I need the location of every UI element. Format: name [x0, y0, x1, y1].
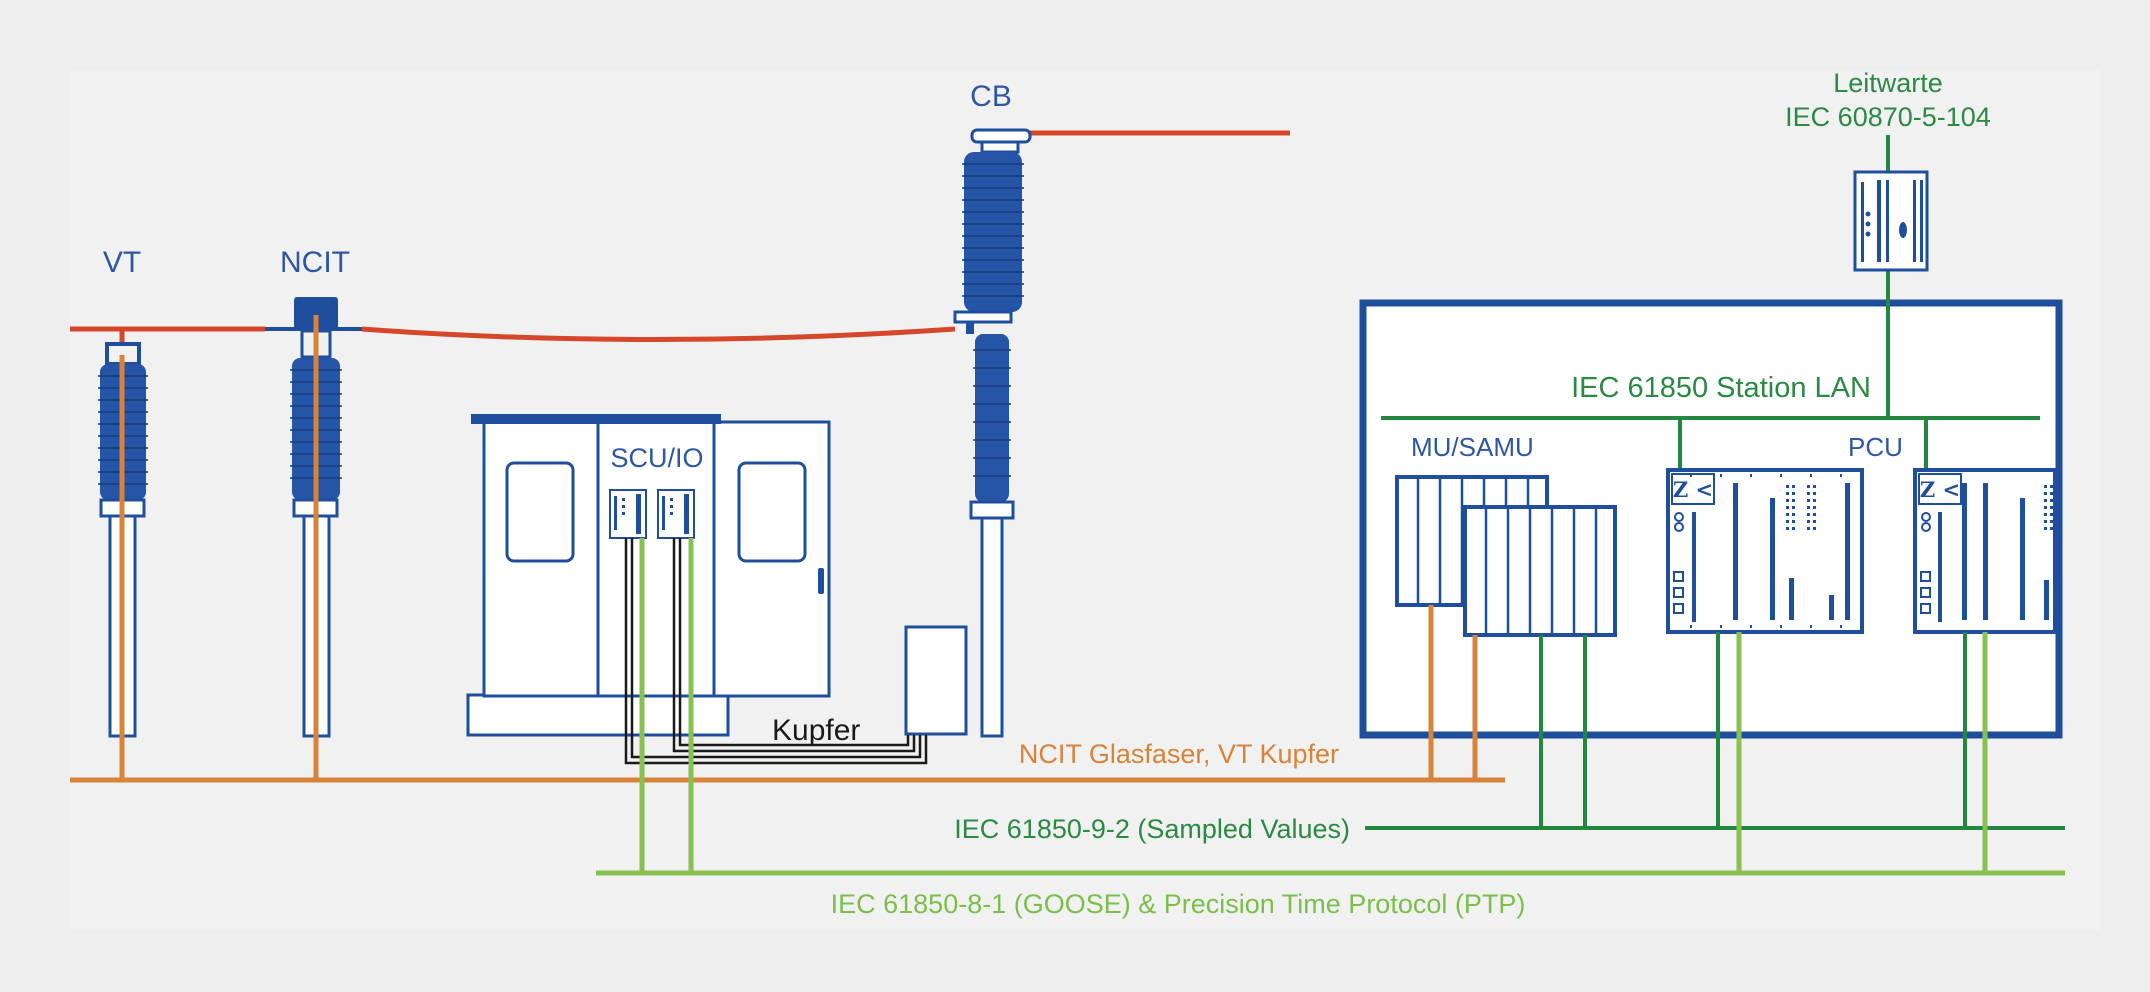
label-scu-io: SCU/IO: [610, 443, 703, 473]
label-control-center-line2: IEC 60870-5-104: [1785, 102, 1991, 132]
label-orange-bus: NCIT Glasfaser, VT Kupfer: [1019, 739, 1339, 769]
ncit-head: [294, 297, 338, 331]
cabinet-window-right: [737, 461, 807, 563]
copper-terminal-box: [904, 625, 968, 736]
label-vt: VT: [103, 246, 141, 279]
label-sampled-values-bus: IEC 61850-9-2 (Sampled Values): [954, 814, 1350, 844]
cb-circuit-breaker: [953, 128, 1032, 738]
relay-symbol-1: Z <: [1673, 477, 1713, 502]
field-cabinet: [466, 414, 831, 737]
hv-overhead-line: [70, 130, 1290, 345]
label-control-center-line1: Leitwarte: [1833, 68, 1943, 98]
goose-ptp-bus: [596, 538, 2065, 876]
label-goose-ptp-bus: IEC 61850-8-1 (GOOSE) & Precision Time P…: [831, 889, 1526, 919]
label-mu-samu: MU/SAMU: [1411, 432, 1534, 462]
copper-wiring: [624, 538, 928, 765]
cabinet-window-left: [505, 461, 575, 563]
orange-signal-bus: [70, 315, 1505, 783]
cabinet-handle: [818, 568, 824, 594]
mu-samu-racks: [1395, 475, 1617, 637]
label-kupfer: Kupfer: [772, 714, 860, 747]
label-pcu: PCU: [1848, 432, 1903, 462]
scu-io-module: [609, 489, 695, 539]
sampled-values-bus: [1365, 632, 2065, 830]
relay-symbol-2: Z <: [1920, 477, 1960, 502]
cb-lower-insulator: [975, 334, 1009, 502]
station-lan-network: [1381, 135, 2040, 470]
label-ncit: NCIT: [280, 246, 350, 279]
protection-relay-1: Z <: [1666, 468, 1864, 634]
label-station-lan: IEC 61850 Station LAN: [1571, 372, 1871, 404]
control-center-rtu: [1853, 170, 1929, 272]
label-cb: CB: [970, 80, 1012, 113]
protection-relay-2: Z <: [1913, 468, 2057, 634]
